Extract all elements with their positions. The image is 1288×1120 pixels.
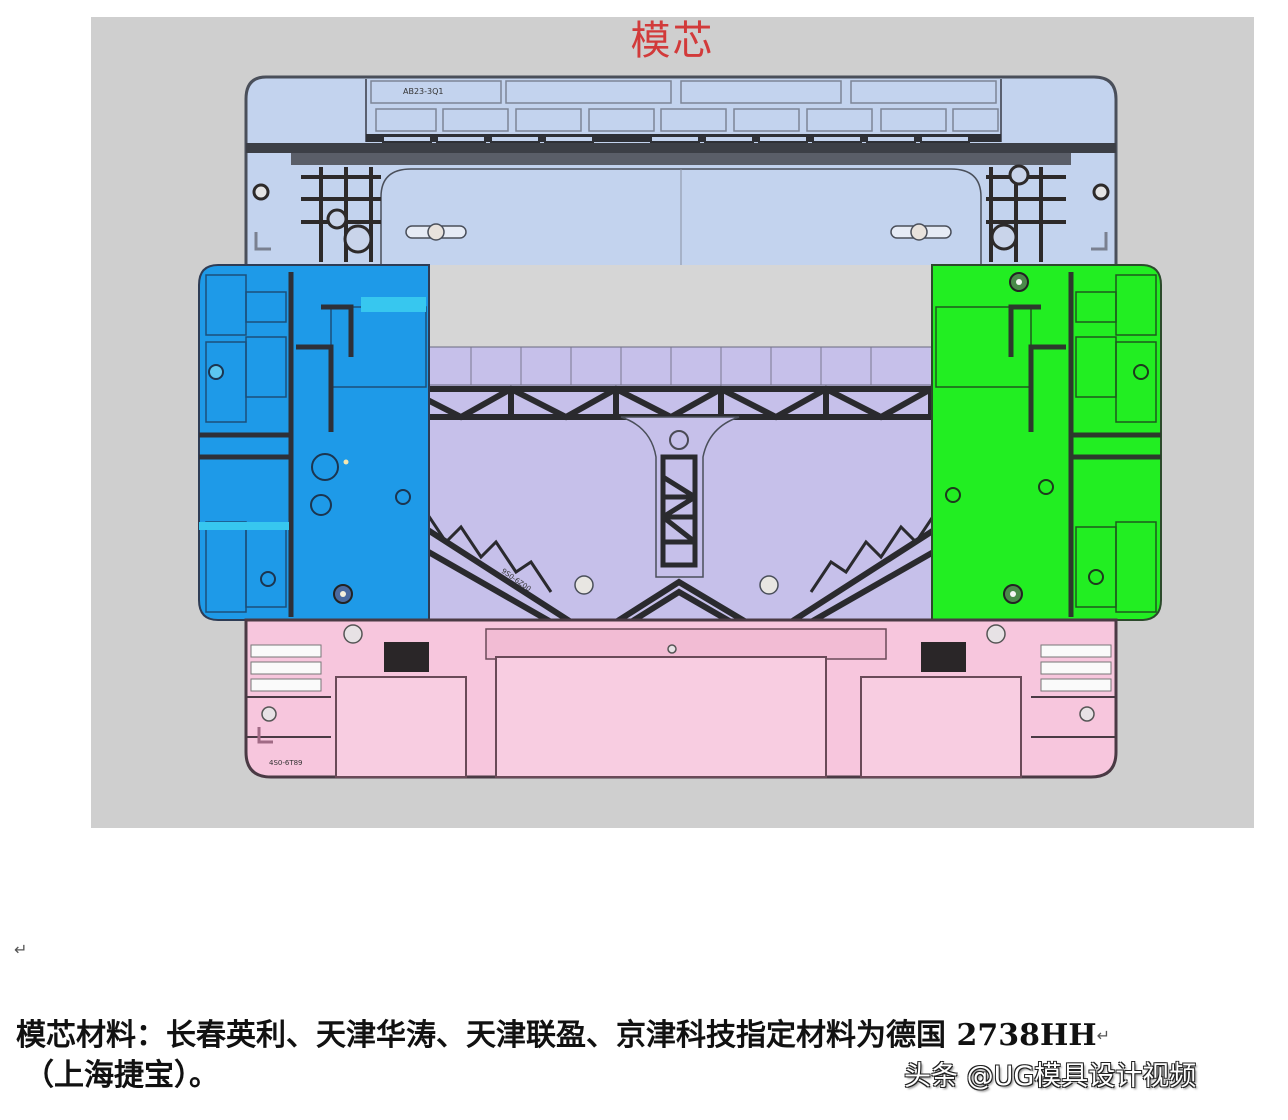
material-paragraph: 模芯材料：长春英利、天津华涛、天津联盈、京津科技指定材料为德国 2738HH↵ … <box>16 1016 1278 1096</box>
part-label-bottom: 4S0-6T89 <box>269 759 303 767</box>
left-slider <box>198 264 430 621</box>
right-slider <box>931 264 1162 621</box>
paragraph-mark-inline: ↵ <box>1096 1026 1111 1045</box>
paragraph-line-2: （上海捷宝）。 <box>24 1058 219 1093</box>
cad-drawing: AB23-3Q1 <box>198 75 1162 779</box>
paragraph-line-1: 模芯材料：长春英利、天津华涛、天津联盈、京津科技指定材料为德国 2738HH <box>16 1018 1097 1053</box>
part-label-top: AB23-3Q1 <box>403 87 444 96</box>
mold-core-cad-figure: AB23-3Q1 <box>91 17 1254 828</box>
figure-title: 模芯 <box>630 18 715 64</box>
paragraph-mark: ↵ <box>14 940 28 959</box>
watermark: 头条 @UG模具设计视频 <box>904 1061 1197 1092</box>
